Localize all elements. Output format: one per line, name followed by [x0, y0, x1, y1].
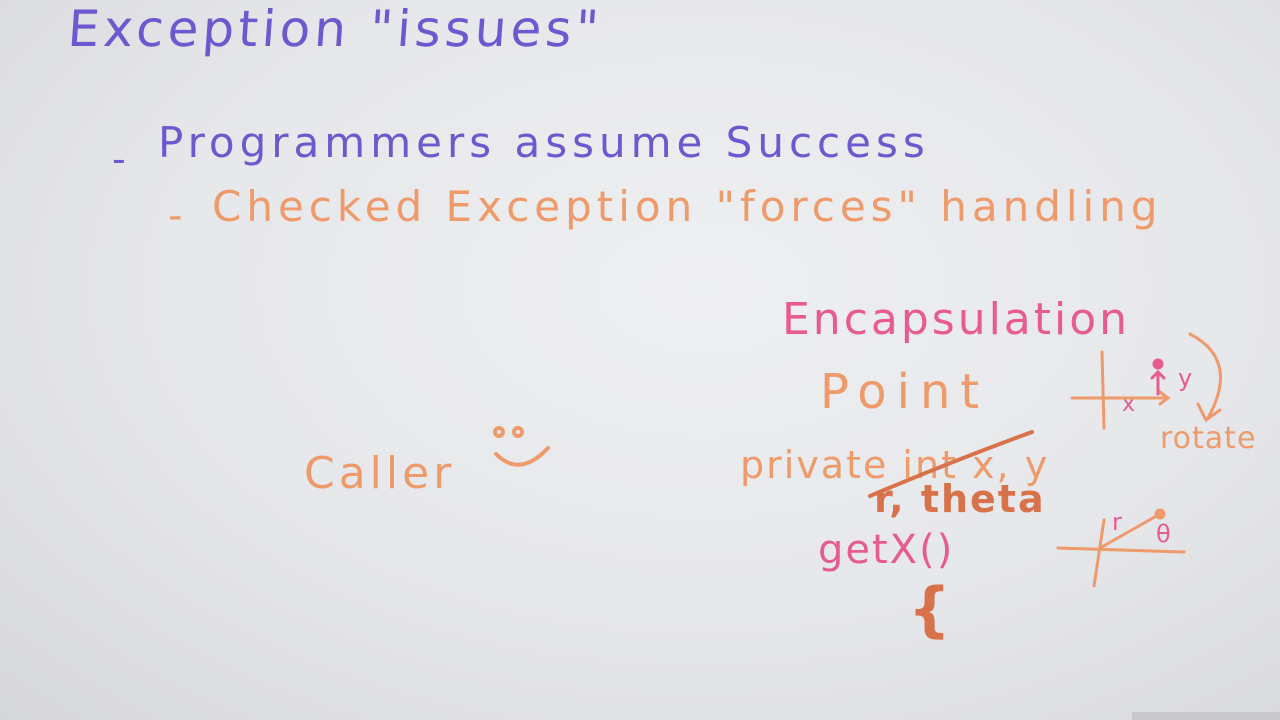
- polar-fields-label: r, theta: [874, 477, 1046, 521]
- getter-method: getX(): [818, 527, 955, 573]
- theta-label: θ: [1156, 520, 1174, 548]
- polar-axes-icon: [1056, 508, 1186, 588]
- board-tray: [1132, 712, 1280, 720]
- rotate-arrow-icon: [1188, 332, 1222, 423]
- rotate-note: rotate: [1160, 421, 1257, 456]
- strike-through-line: [868, 430, 1034, 498]
- bullet-programmers-assume-success: Programmers assume Success: [158, 118, 930, 167]
- bullet-checked-exception: Checked Exception "forces" handling: [212, 182, 1163, 231]
- r-label: r: [1112, 508, 1125, 536]
- bullet-dash-2: -: [168, 193, 186, 239]
- open-brace: {: [908, 575, 954, 645]
- y-axis-label: y: [1178, 364, 1196, 392]
- point-marker-icon: [1150, 358, 1166, 396]
- encapsulation-heading: Encapsulation: [782, 294, 1131, 345]
- point-class-label: Point: [820, 364, 990, 420]
- caller-label: Caller: [304, 448, 456, 499]
- private-fields-line: private int x, y: [740, 443, 1050, 487]
- smiley-face-icon: [493, 426, 550, 467]
- bullet-dash-1: -: [112, 137, 129, 181]
- cartesian-axes-icon: [1070, 350, 1171, 430]
